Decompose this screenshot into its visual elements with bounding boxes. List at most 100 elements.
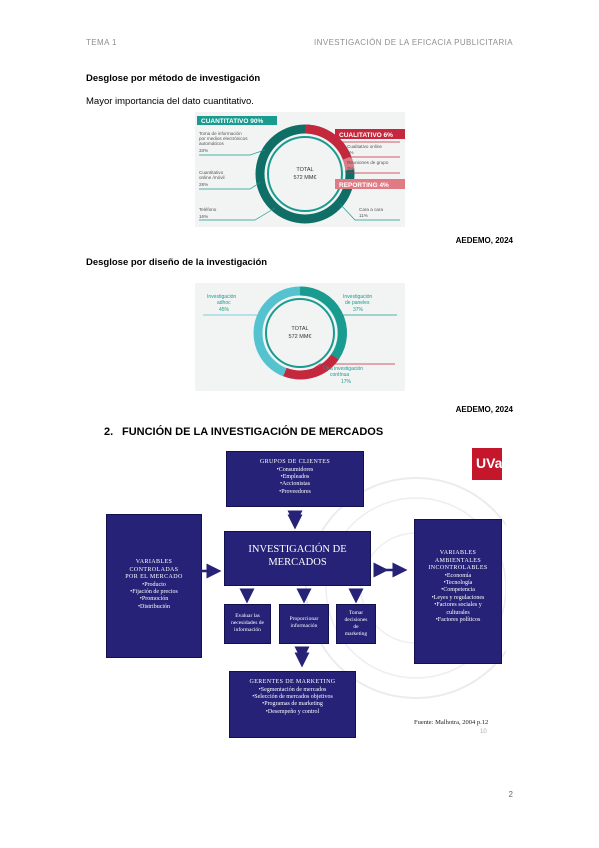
- right-item-2: •Tecnología: [443, 579, 473, 586]
- banner-cuantitativo: [197, 116, 277, 125]
- source-2: AEDEMO, 2024: [455, 405, 513, 414]
- box-variables-ambientales: VARIABLES AMBIENTALES INCONTROLABLES •Ec…: [414, 519, 502, 664]
- right-title-2: AMBIENTALES: [434, 557, 482, 564]
- grupos-item-1: •Consumidores: [276, 466, 314, 473]
- left-item-2: •Fijación de precios: [130, 588, 178, 595]
- ring-continua: [283, 354, 339, 380]
- header-right: INVESTIGACIÓN DE LA EFICACIA PUBLICITARI…: [314, 38, 513, 47]
- section2-heading: Desglose por diseño de la investigación: [86, 257, 268, 268]
- center-title: INVESTIGACIÓN DE MERCADOS: [248, 544, 347, 568]
- sub1-l3: información: [234, 627, 261, 633]
- uva-logo: UVa: [472, 448, 502, 480]
- left-title-2: CONTROLADAS: [129, 566, 179, 573]
- right-item-4: •Leyes y regulaciones: [431, 594, 485, 601]
- c2-item0-val: 45%: [219, 307, 230, 313]
- ring-paneles: [299, 286, 348, 360]
- sub3-l2: decisiones: [344, 617, 368, 623]
- page-number: 2: [508, 790, 513, 799]
- ring2-inner-line: [265, 298, 335, 368]
- right-title-3: INCONTROLABLES: [428, 565, 488, 571]
- sub3-l4: marketing: [344, 631, 368, 637]
- label-cuantitativo: CUANTITATIVO 90%: [201, 118, 263, 125]
- uva-logo-text: UVa: [476, 455, 503, 471]
- left-item-3: •Promoción: [139, 596, 169, 603]
- c1-right0-val: 4%: [347, 150, 354, 155]
- section3-number: 2.: [104, 426, 114, 438]
- right-item-6: culturales: [446, 609, 470, 616]
- grupos-item-3: •Accionistas: [279, 481, 311, 488]
- box-gerentes-marketing: GERENTES DE MARKETING •Segmentación de m…: [229, 671, 356, 738]
- c1-left1-val: 28%: [199, 182, 208, 187]
- c1-left0-l1: por medios electrónicos: [199, 136, 248, 141]
- bottom-item-4: •Desempeño y control: [265, 708, 320, 715]
- diagram-source: Fuente: Malhotra, 2004 p.12: [414, 719, 489, 726]
- header-left: TEMA 1: [86, 38, 117, 47]
- right-item-7: •Factores políticos: [435, 616, 481, 623]
- sub2-l1: Proporcionar: [289, 616, 319, 622]
- ring-inner-line: [267, 136, 343, 212]
- source-1: AEDEMO, 2024: [455, 236, 513, 245]
- left-item-4: •Distribución: [137, 603, 171, 610]
- chart-design-donut: TOTAL 572 MM€ Investigación adhoc 45% In…: [195, 283, 405, 391]
- c2-item0-l1: adhoc: [217, 300, 231, 306]
- ring-reporting: [342, 156, 355, 171]
- chart-method-donut: TOTAL 572 MM€ CUANTITATIVO 90% CUALITATI…: [195, 112, 405, 227]
- label-reporting: REPORTING 4%: [339, 182, 389, 189]
- left-title-3: POR EL MERCADO: [125, 574, 183, 580]
- sub2-l2: información: [290, 623, 318, 629]
- c1-left2-l0: Teléfono: [199, 207, 217, 212]
- c2-item1-val: 37%: [353, 307, 364, 313]
- chart1-center-title: TOTAL: [296, 167, 313, 173]
- c1-right1-val: 3%: [347, 166, 354, 171]
- c1-left2-val: 16%: [199, 214, 208, 219]
- diagram-slide: UVa GRUPOS DE CLIENTES •Consumidores •Em…: [96, 448, 506, 740]
- c1-right2-val: 11%: [359, 213, 368, 218]
- c1-left0-l2: automáticos: [199, 141, 224, 146]
- c1-right0-l0: Cualitativo online: [347, 144, 382, 149]
- grupos-title: GRUPOS DE CLIENTES: [259, 459, 331, 465]
- c2-item0-l0: Investigación: [207, 294, 236, 300]
- box-evaluar-necesidades: Evaluar las necesidades de información: [224, 604, 271, 644]
- c2-item1-l0: Investigación: [343, 294, 372, 300]
- right-item-5: •Factores sociales y: [434, 602, 482, 609]
- bottom-item-2: •Selección de mercados objetivos: [252, 693, 333, 700]
- chart2-center-value: 572 MM€: [289, 334, 312, 340]
- box-tomar-decisiones: Tomar decisiones de marketing: [336, 604, 376, 644]
- slide-number: 10: [480, 729, 487, 735]
- c1-left1-l1: online /móvil: [199, 175, 225, 180]
- sub1-l2: necesidades de: [231, 620, 264, 626]
- c1-right2-l0: Cara a cara: [359, 207, 383, 212]
- section1-text: Mayor importancia del dato cuantitativo.: [86, 96, 254, 107]
- sub3-l3: de: [353, 624, 359, 630]
- box-variables-controladas: VARIABLES CONTROLADAS POR EL MERCADO •Pr…: [106, 514, 202, 658]
- section3-heading: FUNCIÓN DE LA INVESTIGACIÓN DE MERCADOS: [122, 426, 384, 438]
- c2-item2-l1: contínua: [330, 372, 349, 378]
- label-cualitativo: CUALITATIVO 6%: [339, 132, 393, 139]
- c1-right1-l0: Reuniones de grupo: [347, 160, 389, 165]
- c2-item2-val: 17%: [341, 379, 352, 385]
- bottom-item-3: •Programas de marketing: [262, 701, 323, 708]
- right-title-1: VARIABLES: [439, 550, 477, 556]
- ring-cualitativo: [304, 124, 352, 160]
- left-title-1: VARIABLES: [135, 559, 173, 565]
- sub3-l1: Tomar: [348, 610, 364, 616]
- c1-left1-l0: Cuantitativo: [199, 170, 224, 175]
- right-item-3: •Competencia: [441, 587, 475, 594]
- chart2-center-title: TOTAL: [291, 326, 308, 332]
- c1-left0-l0: Toma de información: [199, 131, 242, 136]
- bottom-title: GERENTES DE MARKETING: [249, 679, 336, 685]
- chart1-center-value: 572 MM€: [294, 175, 317, 181]
- left-item-1: •Producto: [142, 581, 166, 588]
- grupos-item-4: •Proveedores: [279, 488, 311, 495]
- c2-item2-l0: Otra investigación: [323, 366, 363, 372]
- box-investigacion-mercados: INVESTIGACIÓN DE MERCADOS: [224, 531, 371, 586]
- section1-heading: Desglose por método de investigación: [86, 73, 261, 84]
- banner-cualitativo: [335, 129, 405, 139]
- c2-item1-l1: de paneles: [345, 300, 370, 306]
- banner-reporting: [335, 179, 405, 189]
- bottom-item-1: •Segmentación de mercados: [258, 686, 327, 693]
- box-proporcionar-informacion: Proporcionar información: [279, 604, 329, 644]
- box-grupos-clientes: GRUPOS DE CLIENTES •Consumidores •Emplea…: [226, 451, 364, 507]
- c1-left0-val: 33%: [199, 148, 208, 153]
- sub1-l1: Evaluar las: [235, 613, 260, 619]
